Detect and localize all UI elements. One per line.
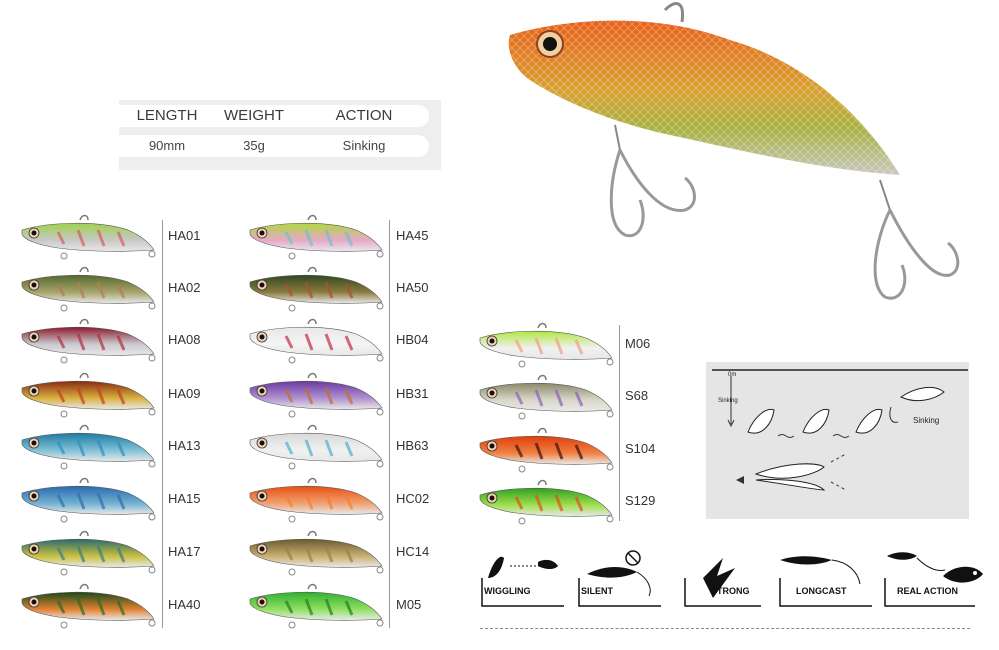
lure-item xyxy=(476,479,616,529)
action-sinking-label: Sinking xyxy=(913,416,940,425)
spec-value-weight: 35g xyxy=(243,138,265,153)
lure-item xyxy=(246,372,386,422)
lure-code-label: HA40 xyxy=(168,597,201,612)
depth-label: 0m xyxy=(728,372,737,378)
feature-wiggling-title: WIGGLING xyxy=(484,586,531,596)
feature-strong-title: STRONG xyxy=(711,586,750,596)
lure-code-label: HA17 xyxy=(168,544,201,559)
lure-item xyxy=(246,424,386,474)
silent-icon xyxy=(578,550,661,607)
lure-image xyxy=(249,477,384,523)
lure-image xyxy=(21,266,156,312)
lure-item xyxy=(18,372,158,422)
lure-item xyxy=(246,530,386,580)
lure-item xyxy=(246,214,386,264)
lure-image xyxy=(479,322,614,368)
action-diagram: 0m Sinking Sinking xyxy=(706,362,969,519)
footer-divider xyxy=(480,628,970,629)
side-sinking-label: Sinking xyxy=(718,398,738,404)
lure-item xyxy=(18,266,158,316)
feature-real-action-title: REAL ACTION xyxy=(897,586,959,596)
lure-code-label: M06 xyxy=(625,336,651,351)
lure-code-label: HA08 xyxy=(168,332,201,347)
lure-image xyxy=(249,583,384,629)
column-divider xyxy=(389,220,390,628)
lure-code-label: HA02 xyxy=(168,280,201,295)
lure-image xyxy=(21,583,156,629)
feature-strong: STRONG xyxy=(683,548,763,608)
column-divider xyxy=(619,325,620,521)
lure-item xyxy=(18,583,158,633)
lure-code-label: S68 xyxy=(625,388,649,403)
longcast-icon xyxy=(779,556,872,607)
lure-image xyxy=(21,424,156,470)
lure-image xyxy=(249,266,384,312)
lure-code-label: HA45 xyxy=(396,228,429,243)
lure-image xyxy=(21,214,156,260)
lure-item xyxy=(246,477,386,527)
lure-image xyxy=(479,427,614,473)
lure-code-label: HA50 xyxy=(396,280,429,295)
lure-item xyxy=(18,424,158,474)
spec-header-weight: WEIGHT xyxy=(224,107,284,124)
lure-image xyxy=(249,424,384,470)
lure-code-label: HA15 xyxy=(168,491,201,506)
lure-item xyxy=(18,214,158,264)
lure-image xyxy=(479,479,614,525)
lure-image xyxy=(21,372,156,418)
lure-code-label: HB04 xyxy=(396,332,429,347)
lure-image xyxy=(249,372,384,418)
lure-image xyxy=(249,318,384,364)
wiggle-icon xyxy=(481,556,564,607)
lure-code-label: S129 xyxy=(625,493,656,508)
feature-silent: SILENT xyxy=(577,548,667,608)
lure-code-label: M05 xyxy=(396,597,422,612)
feature-wiggling: WIGGLING xyxy=(480,548,566,608)
lure-item xyxy=(246,266,386,316)
lure-code-label: S104 xyxy=(625,441,656,456)
lure-item xyxy=(18,477,158,527)
lure-item xyxy=(246,318,386,368)
lure-code-label: HC02 xyxy=(396,491,430,506)
lure-code-label: HB63 xyxy=(396,438,429,453)
column-divider xyxy=(162,220,163,628)
lure-code-label: HC14 xyxy=(396,544,430,559)
spec-value-length: 90mm xyxy=(148,138,186,153)
spec-header-length: LENGTH xyxy=(136,107,198,124)
lure-image xyxy=(21,318,156,364)
lure-item xyxy=(476,427,616,477)
strong-icon xyxy=(684,558,761,607)
lure-item xyxy=(18,318,158,368)
spec-value-row: 90mm 35g Sinking xyxy=(119,135,429,157)
lure-image xyxy=(21,530,156,576)
hero-lure-image xyxy=(500,0,970,310)
feature-longcast: LONGCAST xyxy=(778,548,874,608)
spec-value-action: Sinking xyxy=(342,138,386,153)
lure-image xyxy=(479,374,614,420)
lure-code-label: HA13 xyxy=(168,438,201,453)
feature-silent-title: SILENT xyxy=(581,586,614,596)
spec-header-action: ACTION xyxy=(335,107,393,124)
real-action-icon xyxy=(884,552,983,607)
lure-code-label: HA01 xyxy=(168,228,201,243)
lure-image xyxy=(21,477,156,523)
lure-code-label: HA09 xyxy=(168,386,201,401)
feature-longcast-title: LONGCAST xyxy=(796,586,847,596)
lure-image xyxy=(249,530,384,576)
lure-item xyxy=(246,583,386,633)
lure-image xyxy=(249,214,384,260)
lure-item xyxy=(476,374,616,424)
lure-code-label: HB31 xyxy=(396,386,429,401)
spec-header-row: LENGTH WEIGHT ACTION xyxy=(119,105,429,127)
feature-real-action: REAL ACTION xyxy=(883,548,993,608)
lure-item xyxy=(476,322,616,372)
lure-item xyxy=(18,530,158,580)
